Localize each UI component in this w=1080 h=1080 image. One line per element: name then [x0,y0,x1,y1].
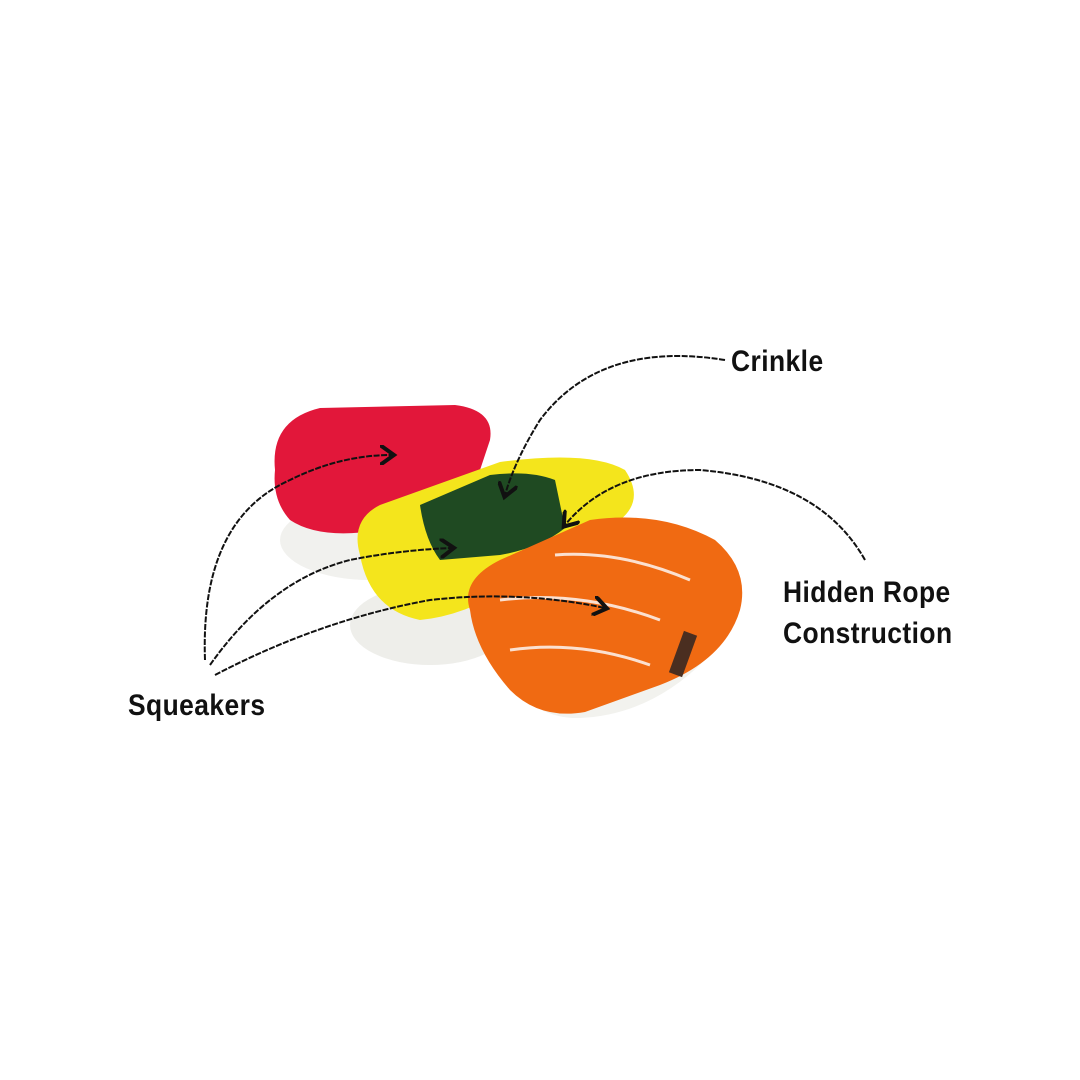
hidden-rope-arrow [565,468,866,561]
squeaker-arrow-egg [209,548,452,666]
hidden-rope-label-line1: Hidden Rope [783,576,951,609]
squeakers-label: Squeakers [128,689,266,722]
brand-tag [668,630,698,678]
crinkle-arrow [505,355,726,495]
hidden-rope-label-line2: Construction [783,617,953,650]
squeaker-arrow-salmon [214,595,605,676]
salmon-stripes [499,552,691,667]
squeaker-arrow-tuna [203,455,392,661]
crinkle-label: Crinkle [731,345,824,378]
tuna-piece [274,405,491,534]
